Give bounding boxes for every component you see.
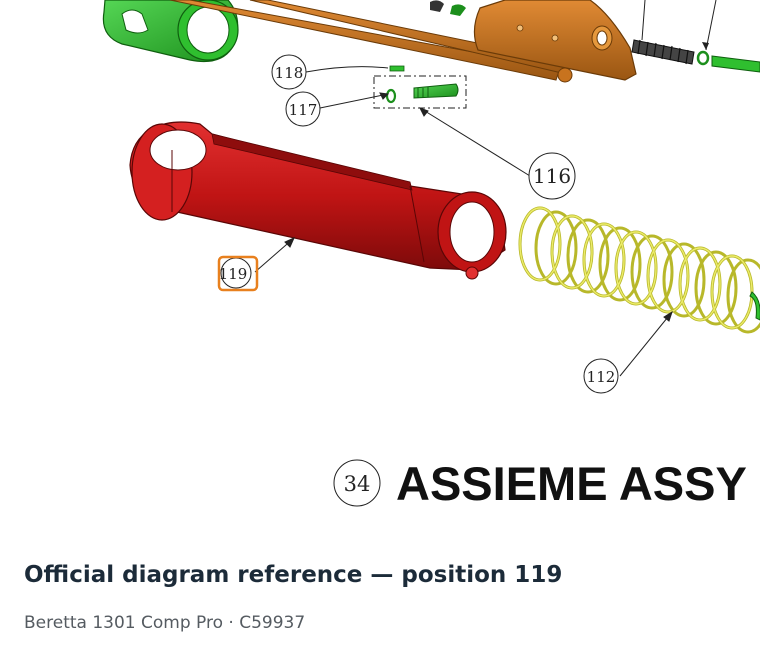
callout-112[interactable]: 112 [583, 358, 619, 394]
green-guide-rod-end [749, 291, 760, 321]
callout-117[interactable]: 117 [285, 91, 321, 127]
green-sleeve-part [102, 0, 239, 63]
callout-118[interactable]: 118 [271, 54, 307, 90]
assembly-title: ASSIEME ASSY [396, 457, 747, 510]
red-sleeve-part-119 [129, 121, 507, 280]
assembly-number-bubble [333, 459, 381, 507]
svg-text:118: 118 [275, 64, 304, 82]
small-spring-part [631, 0, 760, 73]
exploded-parts-diagram: 118 117 116 119 112 34 ASSIEME ASSY [102, 0, 760, 510]
receiver-and-rods-part [169, 0, 637, 83]
highlight-box [217, 255, 259, 292]
assembly-number: 34 [344, 472, 371, 496]
svg-text:112: 112 [587, 368, 616, 386]
caption-title: Official diagram reference — position 11… [24, 562, 563, 588]
yellow-spring-part-112 [518, 206, 760, 334]
svg-text:119: 119 [219, 265, 248, 283]
callout-119-highlighted[interactable]: 119 [217, 255, 259, 292]
assembly-heading: 34 ASSIEME ASSY [333, 457, 747, 510]
leader-lines [254, 66, 673, 377]
svg-text:117: 117 [289, 101, 318, 119]
yellow-spring-highlight [519, 207, 753, 329]
svg-text:116: 116 [533, 164, 571, 188]
pin-group-116 [373, 65, 467, 109]
caption-subtitle: Beretta 1301 Comp Pro · C59937 [24, 613, 306, 633]
callout-116[interactable]: 116 [528, 152, 576, 200]
